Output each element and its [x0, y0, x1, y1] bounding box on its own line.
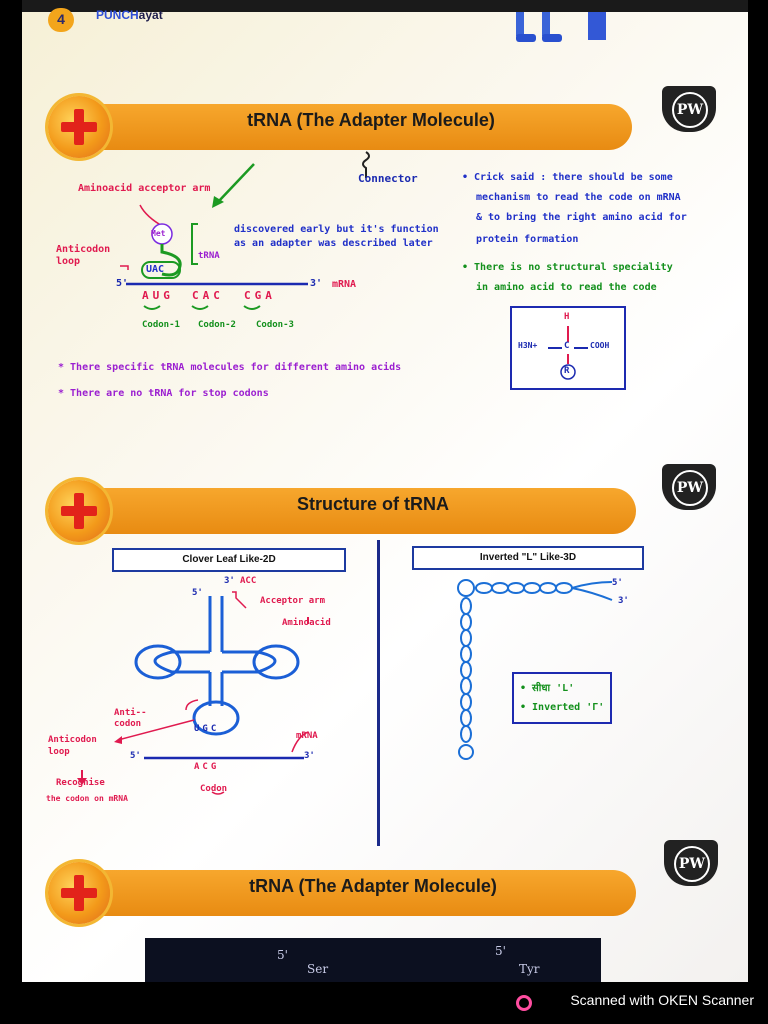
- scanner-watermark: Scanned with OKEN Scanner: [570, 992, 754, 1008]
- dark-image-strip: 5' Ser 5' Tyr: [145, 938, 601, 982]
- brand-prefix: PUNCH: [96, 8, 139, 22]
- codon-3-bases: CGA: [244, 289, 276, 302]
- anti-codon-label: Anti--codon: [114, 708, 147, 729]
- codon-1-bases: AUG: [142, 289, 174, 302]
- connector-label: Connector: [358, 172, 418, 185]
- connector-brace-icon: [362, 151, 370, 178]
- clover-codon-bases: ACG: [194, 762, 220, 772]
- crick-line4: protein formation: [476, 234, 579, 245]
- inverted-l-box: Inverted "L" Like-3D: [412, 546, 644, 570]
- strip-ser-label: Ser: [307, 962, 329, 976]
- inverted-l-diagram: [457, 579, 613, 760]
- strip-5-prime: 5': [495, 944, 506, 958]
- anticodon-bases: UAC: [146, 264, 165, 275]
- aa-amino-group: H3N+: [518, 341, 538, 350]
- codon-1-label: Codon-1: [142, 320, 180, 330]
- strip-5-prime-circle: 5': [277, 948, 288, 962]
- plus-icon: [48, 862, 110, 924]
- crick-line1: • Crick said : there should be some: [462, 172, 673, 183]
- section-title: tRNA (The Adapter Molecule): [247, 110, 495, 130]
- anticodon-loop-label: Anticodon loop: [56, 244, 111, 267]
- inverted-5-prime: 5': [612, 578, 623, 588]
- document-page: 4 PUNCHayat tRNA (The Adapter Molecule) …: [22, 0, 748, 982]
- green-arrow: [217, 163, 255, 203]
- discovery-note-line2: as an adapter was described later: [234, 238, 433, 249]
- aa-r-group: R: [564, 366, 570, 376]
- recognise-codon-label: the codon on mRNA: [46, 794, 128, 803]
- plus-icon: [48, 96, 110, 158]
- aa-hydrogen: H: [564, 312, 570, 322]
- codon-2-bases: CAC: [192, 289, 224, 302]
- acceptor-arm-label: Acceptor arm: [260, 596, 326, 606]
- clover-mrna-3-prime: 3': [304, 751, 315, 761]
- clover-mrna-label: mRNA: [296, 731, 318, 741]
- column-divider: [377, 540, 380, 846]
- discovery-note-line1: discovered early but it's function: [234, 224, 439, 235]
- specific-trna-note: * There specific tRNA molecules for diff…: [58, 362, 402, 373]
- anticodon-loop-label: Anticodon loop: [48, 735, 97, 757]
- strip-tyr-label: Tyr: [519, 962, 540, 976]
- pw-logo-icon: PW: [662, 464, 716, 510]
- section-banner-trna: tRNA (The Adapter Molecule): [48, 96, 632, 158]
- brand-suffix: ayat: [138, 8, 163, 22]
- codon-2-label: Codon-2: [198, 320, 236, 330]
- inverted-l-note: • Inverted 'Γ': [520, 702, 605, 713]
- page-number: 4: [48, 8, 74, 32]
- mrna-5-prime: 5': [116, 278, 129, 289]
- clover-leaf-box: Clover Leaf Like-2D: [112, 548, 346, 572]
- crick-line2: mechanism to read the code on mRNA: [476, 192, 681, 203]
- codon-3-label: Codon-3: [256, 320, 294, 330]
- aa-alpha-carbon: C: [564, 341, 570, 351]
- trna-label: tRNA: [198, 251, 220, 261]
- l-shape-note-box: • सीधा 'L' • Inverted 'Γ': [512, 672, 612, 724]
- trna-stem: [160, 244, 182, 277]
- hindi-l-note: • सीधा 'L': [520, 683, 575, 694]
- acc-label: ACC: [240, 576, 257, 586]
- aminoacid-label: Aminoacid: [282, 618, 331, 628]
- r-group-circle: [560, 364, 576, 380]
- inverted-3-prime: 3': [618, 596, 629, 606]
- stop-codon-note: * There are no tRNA for stop codons: [58, 388, 269, 399]
- clover-anticodon-bases: UGC: [194, 724, 220, 734]
- crick-line3: & to bring the right amino acid for: [476, 212, 687, 223]
- top-strip: [22, 0, 748, 12]
- scanner-footer: Scanned with OKEN Scanner: [0, 982, 768, 1024]
- oken-scanner-icon: [516, 995, 532, 1011]
- clover-mrna-5-prime: 5': [130, 751, 141, 761]
- section-title: tRNA (The Adapter Molecule): [249, 876, 497, 896]
- section-banner-structure: Structure of tRNA: [48, 480, 636, 542]
- brand-label: PUNCHayat: [96, 8, 163, 22]
- no-speciality-line2: in amino acid to read the code: [476, 282, 657, 293]
- mrna-3-prime: 3': [310, 278, 323, 289]
- met-label: Met: [151, 229, 166, 238]
- recognise-label: Recognise: [56, 778, 105, 788]
- pw-logo-icon: PW: [664, 840, 718, 886]
- aminoacid-acceptor-arm-label: Aminoacid acceptor arm: [78, 183, 211, 194]
- clover-leaf-diagram: [77, 591, 309, 795]
- clover-5-prime: 5': [192, 588, 203, 598]
- clover-3-prime: 3': [224, 576, 235, 586]
- anticodon-loop-shape: [141, 261, 181, 279]
- plus-icon: [48, 480, 110, 542]
- illustration-feet: [516, 12, 606, 42]
- no-speciality-line1: • There is no structural speciality: [462, 262, 673, 273]
- section-banner-trna-repeat: tRNA (The Adapter Molecule): [48, 862, 636, 924]
- pw-logo-icon: PW: [662, 86, 716, 132]
- aa-carboxyl-group: COOH: [590, 341, 610, 350]
- amino-acid-structure-box: H H3N+ C COOH R: [510, 306, 626, 390]
- codon-label: Codon: [200, 784, 228, 794]
- mrna-label: mRNA: [332, 279, 357, 290]
- section-title: Structure of tRNA: [297, 494, 449, 514]
- trna-adapter-diagram: [120, 151, 370, 310]
